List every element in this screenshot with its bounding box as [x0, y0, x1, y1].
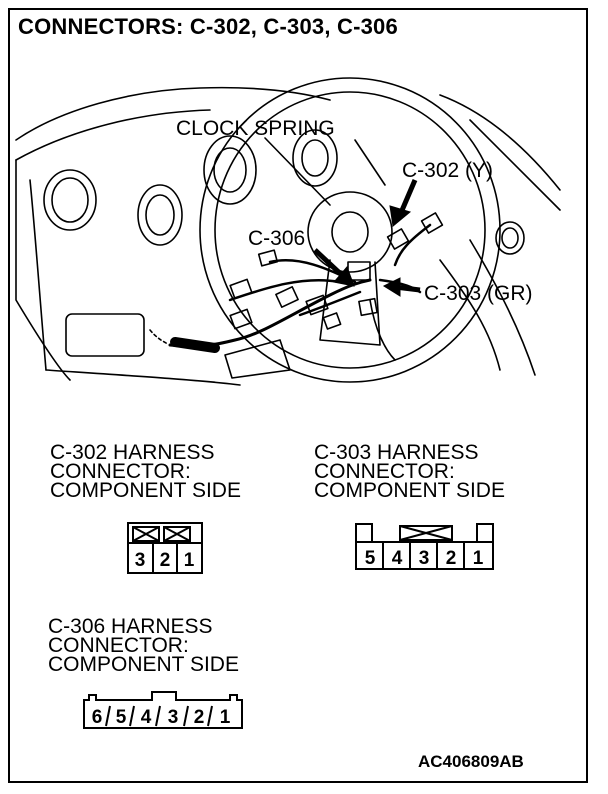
c306-header-line-3: COMPONENT SIDE — [48, 653, 239, 676]
gauge-center — [203, 135, 257, 205]
leader-clock-spring-1 — [264, 137, 331, 206]
c303-label: C-303 (GR) — [424, 282, 533, 305]
c303-pin-1: 1 — [473, 548, 484, 569]
lower-left-panel — [65, 313, 145, 357]
arrow-c306-head — [333, 266, 355, 287]
dash-right-top — [439, 94, 561, 191]
c306-pin-3: 3 — [168, 707, 179, 728]
c303-pin-2: 2 — [446, 548, 457, 569]
plug-8 — [386, 228, 410, 250]
diagram-frame — [8, 8, 588, 783]
c306-pin-6: 6 — [92, 707, 103, 728]
c303-header-line-1: C-303 HARNESS — [314, 441, 479, 464]
c306-label: C-306 — [248, 227, 306, 250]
arrow-c302-shaft — [397, 179, 418, 216]
harness-bundle — [170, 337, 220, 353]
leader-clock-spring-2 — [354, 139, 386, 186]
dash-left-edge — [15, 159, 71, 381]
c302-blank-cavity-2 — [163, 526, 191, 542]
c302-header-line-3: COMPONENT SIDE — [50, 479, 241, 502]
c306-pin-1: 1 — [220, 707, 231, 728]
clock-spring-label: CLOCK SPRING — [176, 117, 335, 140]
right-vent — [495, 221, 525, 255]
c302-header: C-302 HARNESS CONNECTOR: COMPONENT SIDE — [50, 441, 241, 502]
c303-lock-tab — [399, 525, 453, 541]
dash-right-lower — [439, 259, 501, 371]
c303-pin-4: 4 — [392, 548, 403, 569]
c302-blank-cavity-1 — [132, 526, 160, 542]
c306-header-line-2: CONNECTOR: — [48, 634, 189, 657]
lower-bracket — [224, 339, 291, 379]
plug-1 — [229, 278, 253, 300]
c306-pin-5: 5 — [116, 707, 127, 728]
plug-3 — [275, 286, 299, 308]
steering-wheel-rim — [199, 77, 501, 383]
arrow-c302-head — [389, 205, 412, 227]
dash-top-line-2 — [15, 109, 211, 161]
c302-pin-2: 2 — [160, 550, 171, 571]
steering-wheel-rim-inner — [214, 91, 486, 369]
clock-spring-hub — [307, 191, 393, 273]
gauge-right — [292, 129, 338, 187]
c303-header: C-303 HARNESS CONNECTOR: COMPONENT SIDE — [314, 441, 505, 502]
left-vent-inner — [51, 177, 89, 223]
c302-header-line-2: CONNECTOR: — [50, 460, 191, 483]
dash-right-inner — [469, 119, 561, 211]
c306-pin-2: 2 — [194, 707, 205, 728]
left-vent-outer — [43, 169, 97, 231]
plug-5 — [229, 308, 253, 330]
figure-id: AC406809AB — [418, 752, 524, 771]
plug-4 — [305, 294, 329, 316]
c306-header: C-306 HARNESS CONNECTOR: COMPONENT SIDE — [48, 615, 239, 676]
c306-pin-4: 4 — [141, 707, 152, 728]
plug-2 — [257, 249, 279, 267]
arrow-c306-shaft — [313, 248, 347, 280]
c303-header-line-3: COMPONENT SIDE — [314, 479, 505, 502]
c306-header-line-1: C-306 HARNESS — [48, 615, 213, 638]
c303-pin-5: 5 — [365, 548, 376, 569]
arrow-c303-head — [382, 277, 401, 297]
c303-pin-3: 3 — [419, 548, 430, 569]
c302-label: C-302 (Y) — [402, 159, 494, 182]
dash-right-lower-2 — [469, 239, 536, 376]
dash-left-panel — [29, 179, 47, 371]
c302-pin-1: 1 — [184, 550, 195, 571]
dash-top-line — [15, 86, 331, 141]
plug-9 — [420, 212, 444, 234]
plug-6 — [322, 312, 342, 330]
c303-header-line-2: CONNECTOR: — [314, 460, 455, 483]
c306-housing — [83, 691, 243, 729]
diagram-title: CONNECTORS: C-302, C-303, C-306 — [18, 14, 398, 39]
dash-bottom-line — [45, 369, 241, 386]
c302-pin-3: 3 — [135, 550, 146, 571]
c302-header-line-1: C-302 HARNESS — [50, 441, 215, 464]
gauge-left — [137, 184, 183, 246]
plug-7 — [358, 297, 378, 317]
